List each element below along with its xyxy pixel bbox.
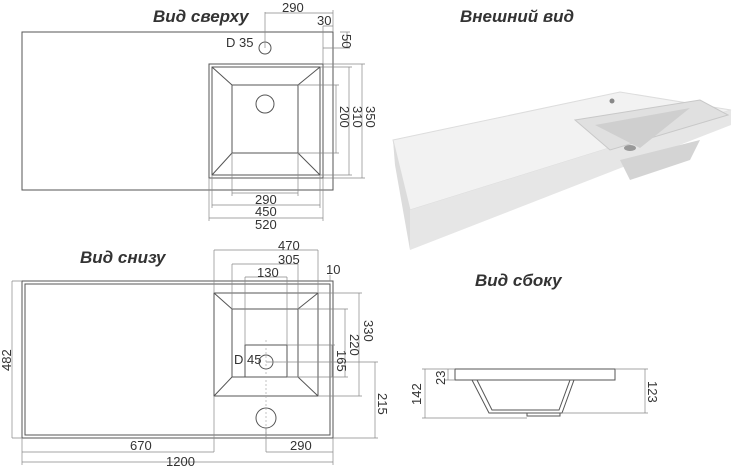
bowl-outer — [208, 63, 324, 179]
dim-1200: 1200 — [166, 454, 195, 469]
drain-icon — [624, 145, 636, 151]
tap-hole-icon — [609, 98, 615, 104]
slab-profile — [454, 368, 616, 381]
dim-142: 142 — [409, 383, 424, 405]
dim-165: 165 — [334, 350, 349, 372]
dim-200: 200 — [337, 106, 352, 128]
dim-330: 330 — [361, 320, 376, 342]
dim-10: 10 — [326, 262, 340, 277]
drain-profile — [526, 412, 561, 417]
dim-290-top: 290 — [282, 0, 304, 15]
top-view: Вид сверху D 35 290 30 50 350 310 200 29… — [21, 0, 378, 232]
dim-220: 220 — [347, 334, 362, 356]
bottom-view: Вид снизу D 45 470 305 130 10 330 220 16… — [0, 238, 390, 469]
dim-350: 350 — [363, 106, 378, 128]
dim-310: 310 — [350, 106, 365, 128]
tap-hole-label: D 35 — [226, 35, 253, 50]
dim-290: 290 — [255, 192, 277, 207]
dim-30: 30 — [317, 13, 331, 28]
dim-130: 130 — [257, 265, 279, 280]
countertop-outline — [21, 31, 334, 191]
exterior-view: Внешний вид — [392, 7, 732, 250]
dim-290-bottom: 290 — [290, 438, 312, 453]
dim-482: 482 — [0, 349, 14, 371]
dim-50: 50 — [339, 34, 354, 48]
dim-305: 305 — [278, 252, 300, 267]
bowl-profile — [471, 379, 575, 414]
dim-450: 450 — [255, 204, 277, 219]
dim-470: 470 — [278, 238, 300, 253]
underside-outline — [21, 280, 334, 439]
bowl-inner — [231, 84, 299, 154]
dim-23: 23 — [433, 371, 448, 385]
dim-670: 670 — [130, 438, 152, 453]
top-view-title: Вид сверху — [153, 7, 250, 26]
dim-215: 215 — [375, 393, 390, 415]
dim-520: 520 — [255, 217, 277, 232]
drain-hole — [255, 94, 275, 114]
side-view-title: Вид сбоку — [475, 271, 563, 290]
side-view: Вид сбоку 142 23 123 — [409, 271, 660, 419]
dim-123: 123 — [645, 381, 660, 403]
bottom-view-title: Вид снизу — [80, 248, 167, 267]
drain-label: D 45 — [234, 352, 261, 367]
exterior-view-title: Внешний вид — [460, 7, 574, 26]
